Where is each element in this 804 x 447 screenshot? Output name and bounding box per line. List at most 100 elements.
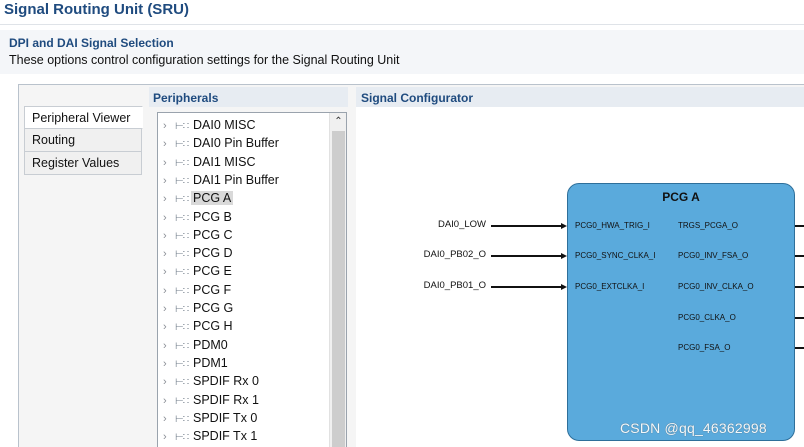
output-wire xyxy=(795,225,804,227)
tree-item[interactable]: › ⊢∷ PDM0 xyxy=(158,336,228,354)
chevron-right-icon[interactable]: › xyxy=(163,321,167,334)
tree-item-label: PCG E xyxy=(193,264,232,279)
tree-item-label: PCG C xyxy=(193,227,233,242)
input-wire xyxy=(491,225,561,227)
tree-item[interactable]: › ⊢∷ DAI0 Pin Buffer xyxy=(158,134,279,152)
chevron-right-icon[interactable]: › xyxy=(163,138,167,151)
input-signal-label[interactable]: DAI0_PB01_O xyxy=(423,280,486,291)
view-tabs: Peripheral Viewer Routing Register Value… xyxy=(24,106,143,175)
peripherals-header-bar xyxy=(149,87,348,107)
input-wire xyxy=(491,286,561,288)
peripheral-node-icon: ⊢∷ xyxy=(175,194,189,206)
output-wire xyxy=(795,317,804,319)
tree-item-label: DAI1 Pin Buffer xyxy=(193,172,279,187)
chevron-right-icon[interactable]: › xyxy=(163,303,167,315)
configurator-header-bar xyxy=(356,87,804,107)
chevron-right-icon[interactable]: › xyxy=(163,412,167,425)
peripheral-node-icon: ⊢∷ xyxy=(175,230,189,242)
tree-item[interactable]: › ⊢∷ PCG C xyxy=(158,226,233,244)
peripheral-node-icon: ⊢∷ xyxy=(175,212,189,224)
chevron-right-icon[interactable]: › xyxy=(163,394,167,407)
peripheral-node-icon: ⊢∷ xyxy=(175,377,189,389)
tree-item-label: PCG H xyxy=(193,319,233,334)
tree-item[interactable]: › ⊢∷ SPDIF Rx 1 xyxy=(158,391,259,409)
tree-item[interactable]: › ⊢∷ PCG H xyxy=(158,317,233,335)
scrollbar-thumb[interactable] xyxy=(332,131,345,447)
tree-item-label: SPDIF Rx 1 xyxy=(193,392,259,407)
peripheral-node-icon: ⊢∷ xyxy=(175,340,189,352)
chevron-right-icon[interactable]: › xyxy=(163,339,167,352)
input-wire xyxy=(491,255,561,257)
input-pin-label: PCG0_SYNC_CLKA_I xyxy=(575,251,656,260)
chevron-right-icon[interactable]: › xyxy=(163,357,167,370)
peripheral-node-icon: ⊢∷ xyxy=(175,304,189,315)
tree-item[interactable]: ›⊢∷PCG D xyxy=(158,244,233,262)
chevron-right-icon[interactable]: › xyxy=(163,229,167,242)
tree-item-label: SPDIF Tx 1 xyxy=(193,429,258,444)
peripherals-heading: Peripherals xyxy=(153,91,219,105)
tree-item-label: PDM0 xyxy=(193,337,228,352)
tree-item[interactable]: › ⊢∷ DAI0 MISC xyxy=(158,116,256,134)
tree-item[interactable]: ›⊢∷SPDIF Rx 0 xyxy=(158,372,259,390)
chevron-right-icon[interactable]: › xyxy=(163,284,167,297)
chevron-right-icon[interactable]: › xyxy=(163,174,167,187)
tree-item[interactable]: ›⊢∷SPDIF Tx 1 xyxy=(158,427,257,445)
tree-item[interactable]: › ⊢∷ SPDIF Tx 0 xyxy=(158,409,257,427)
chevron-right-icon[interactable]: › xyxy=(163,211,167,224)
pcg-block[interactable]: PCG A PCG0_HWA_TRIG_I PCG0_SYNC_CLKA_I PCG… xyxy=(567,183,795,441)
tree-item[interactable]: ›⊢∷PCG F xyxy=(158,281,231,299)
scroll-up-arrow-icon[interactable]: ⌃ xyxy=(334,116,343,127)
tree-item[interactable]: ›⊢∷DAI1 MISC xyxy=(158,153,256,171)
peripheral-node-icon: ⊢∷ xyxy=(175,413,189,425)
input-signal-label[interactable]: DAI0_LOW xyxy=(437,219,486,230)
peripheral-node-icon: ⊢∷ xyxy=(175,322,189,334)
peripheral-node-icon: ⊢∷ xyxy=(175,395,189,407)
chevron-right-icon[interactable]: › xyxy=(163,120,167,132)
tree-item-label: DAI0 Pin Buffer xyxy=(193,136,279,151)
output-pin-label: TRGS_PCGA_O xyxy=(678,221,739,230)
peripheral-node-icon: ⊢∷ xyxy=(175,267,189,279)
peripheral-tree[interactable]: ›⊢∷DAI0 MISC›⊢∷DAI0 Pin Buffer›⊢∷DAI1 MI… xyxy=(157,112,347,447)
output-pin-label: PCG0_CLKA_O xyxy=(678,313,736,322)
peripheral-node-icon: ⊢∷ xyxy=(175,175,189,187)
tree-item-label: PCG F xyxy=(193,282,232,297)
output-pin-label: PCG0_INV_FSA_O xyxy=(678,251,749,260)
chevron-right-icon[interactable]: › xyxy=(163,266,167,279)
input-pin-label: PCG0_HWA_TRIG_I xyxy=(575,221,650,230)
configurator-heading: Signal Configurator xyxy=(361,91,473,105)
peripheral-scrollbar[interactable]: ⌃ xyxy=(329,113,346,447)
tree-item-label: DAI0 MISC xyxy=(193,118,256,132)
tree-item[interactable]: › ⊢∷ PCG E xyxy=(158,262,232,280)
tab-routing[interactable]: Routing xyxy=(24,129,142,152)
chevron-right-icon[interactable]: › xyxy=(163,248,167,261)
peripheral-node-icon: ⊢∷ xyxy=(175,157,189,169)
tab-peripheral-viewer[interactable]: Peripheral Viewer xyxy=(24,106,143,129)
tree-item[interactable]: › ⊢∷ DAI1 Pin Buffer xyxy=(158,171,279,189)
tree-item-label: PCG A xyxy=(191,191,234,206)
chevron-right-icon[interactable]: › xyxy=(163,376,167,389)
input-signal-label[interactable]: DAI0_PB02_O xyxy=(423,249,486,260)
chevron-right-icon[interactable]: › xyxy=(163,193,167,206)
input-pin-label: PCG0_EXTCLKA_I xyxy=(575,282,645,291)
peripheral-node-icon: ⊢∷ xyxy=(175,249,189,261)
tab-register-values[interactable]: Register Values xyxy=(24,152,142,175)
tree-item[interactable]: › ⊢∷ PCG G xyxy=(158,299,233,317)
arrow-right-icon xyxy=(561,253,567,259)
peripheral-node-icon: ⊢∷ xyxy=(175,139,189,151)
tree-item-label: PCG G xyxy=(193,301,234,315)
peripheral-node-icon: ⊢∷ xyxy=(175,121,189,132)
output-pin-label: PCG0_FSA_O xyxy=(678,343,731,352)
tree-item[interactable]: ›⊢∷PDM1 xyxy=(158,354,228,372)
output-pin-label: PCG0_INV_CLKA_O xyxy=(678,282,754,291)
section-title: DPI and DAI Signal Selection xyxy=(9,36,174,50)
tree-item-label: SPDIF Tx 0 xyxy=(193,410,258,425)
chevron-right-icon[interactable]: › xyxy=(163,156,167,169)
tree-item[interactable]: › ⊢∷ PCG B xyxy=(158,208,232,226)
peripheral-node-icon: ⊢∷ xyxy=(175,358,189,370)
tree-item[interactable]: › ⊢∷PCG A xyxy=(158,189,234,207)
chevron-right-icon[interactable]: › xyxy=(163,431,167,444)
pcg-block-title: PCG A xyxy=(662,190,700,204)
output-wire xyxy=(795,347,804,349)
tree-item-label: PCG B xyxy=(193,209,232,224)
arrow-right-icon xyxy=(561,223,567,229)
